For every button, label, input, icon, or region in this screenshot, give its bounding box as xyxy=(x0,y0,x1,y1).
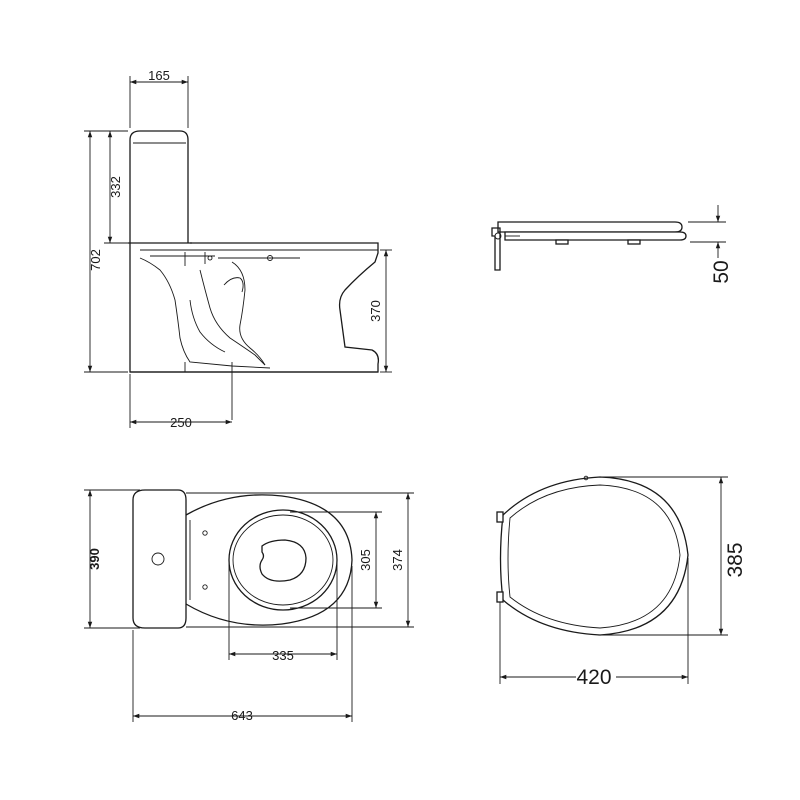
dim-seat-width: 385 xyxy=(724,542,747,577)
bowl-outer xyxy=(185,494,353,626)
seat-outer xyxy=(499,476,689,636)
dim-tank-height: 332 xyxy=(108,176,123,198)
seat-top-view: 385 420 xyxy=(496,475,747,689)
toilet-top-view: 390 305 374 335 643 xyxy=(84,489,414,723)
tank-top xyxy=(132,489,187,629)
dim-seat-height: 50 xyxy=(710,260,733,283)
seat-side-view: 50 xyxy=(491,205,733,284)
flush-button xyxy=(151,552,165,566)
dim-total-length: 643 xyxy=(231,708,253,723)
dim-total-height: 702 xyxy=(88,249,103,271)
bowl-opening xyxy=(259,539,307,582)
dim-seat-length: 420 xyxy=(576,666,611,689)
dim-bowl-height: 370 xyxy=(368,300,383,322)
dim-bowl-width: 374 xyxy=(390,549,405,571)
dim-outlet-distance: 250 xyxy=(170,415,192,430)
toilet-side-view: 165 332 702 370 250 xyxy=(84,68,392,430)
dim-seat-inner-depth: 305 xyxy=(358,549,373,571)
pan-outline xyxy=(129,242,380,373)
dim-seat-inner-length: 335 xyxy=(272,648,294,663)
tank-outline xyxy=(129,130,189,243)
seat-ring xyxy=(228,509,338,611)
seat-inner xyxy=(507,484,681,629)
dim-tank-width: 390 xyxy=(87,548,102,570)
dim-tank-depth: 165 xyxy=(148,68,170,83)
